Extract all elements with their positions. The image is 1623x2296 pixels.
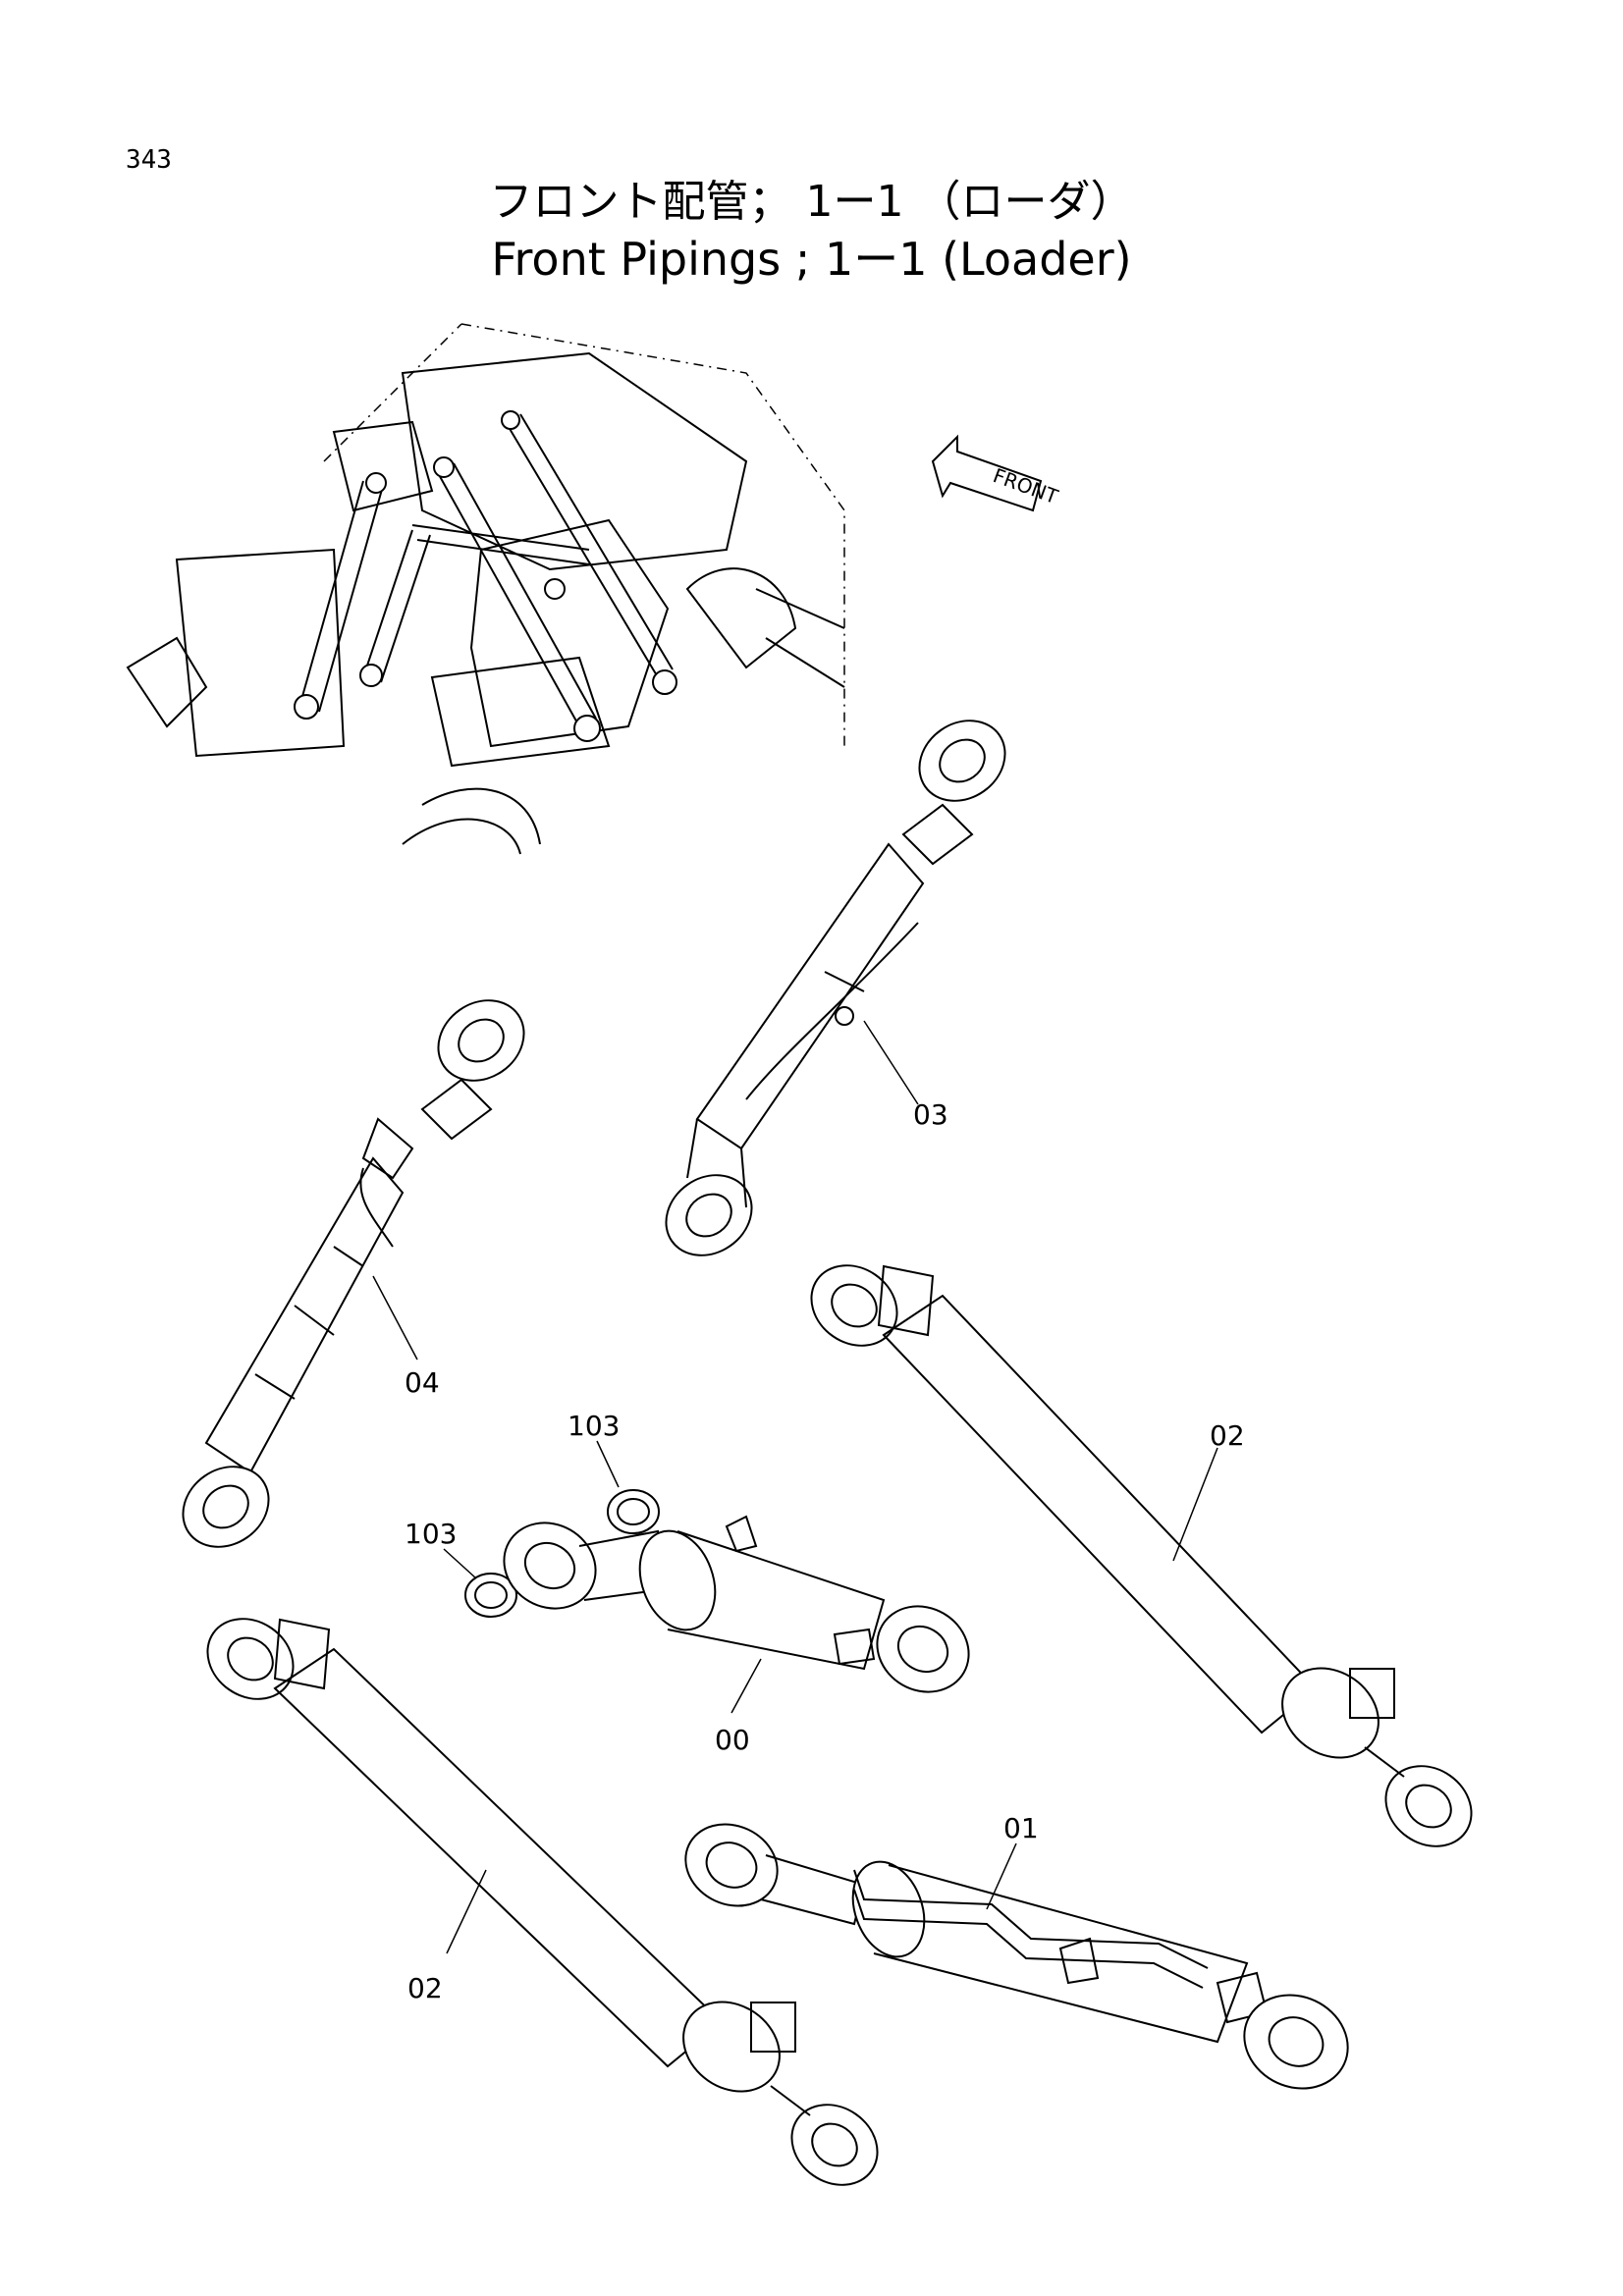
cylinder-03 [665, 720, 1006, 1256]
callout-103-upper: 103 [568, 1410, 620, 1442]
callout-02-left: 02 [407, 1972, 443, 2004]
cylinder-02-right [810, 1264, 1473, 1847]
callout-03: 03 [913, 1098, 948, 1131]
cylinder-00 [503, 1515, 970, 1714]
overview-assembly [126, 323, 845, 855]
callout-01: 01 [1003, 1812, 1039, 1844]
callout-00: 00 [715, 1724, 750, 1756]
title-block: フロント配管； 1ー1 （ローダ） Front Pipings ; 1ー1 (L… [0, 175, 1623, 289]
cylinder-01 [684, 1823, 1349, 2090]
cylinder-04 [182, 999, 525, 1548]
front-direction-arrow: FRONT [931, 434, 1061, 512]
callout-04: 04 [405, 1366, 440, 1399]
callout-02-right: 02 [1210, 1419, 1245, 1452]
seal-103-upper [596, 1440, 660, 1534]
front-label: FRONT [990, 463, 1061, 508]
title-english: Front Pipings ; 1ー1 (Loader) [491, 233, 1132, 286]
callout-103-lower: 103 [405, 1518, 457, 1550]
seal-103-lower [443, 1548, 517, 1618]
title-japanese: フロント配管； 1ー1 （ローダ） [489, 177, 1134, 227]
cylinder-02-left [206, 1618, 879, 2186]
page-number: 343 [126, 145, 172, 175]
